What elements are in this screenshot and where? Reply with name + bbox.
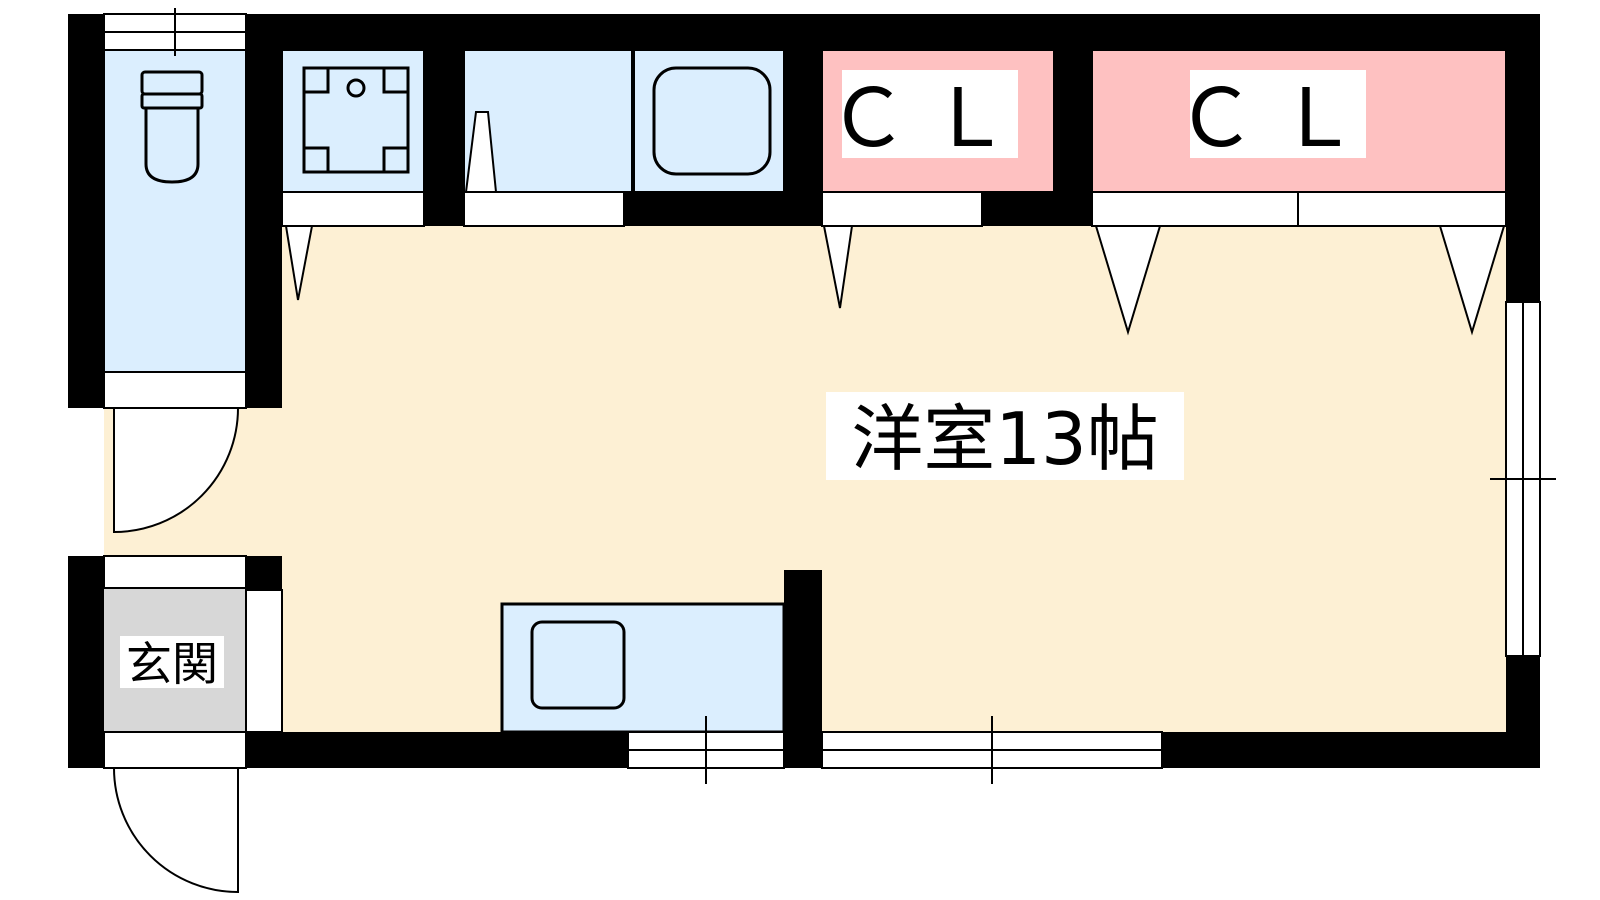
closet-right-label: ＣＬ xyxy=(1176,72,1380,165)
walls xyxy=(68,14,1540,768)
toilet-room xyxy=(103,49,247,373)
washer-pan-icon xyxy=(302,66,410,174)
main-room-label: 洋室13帖 xyxy=(851,397,1159,481)
main-room-label-bg xyxy=(826,392,1184,480)
closet-left-label-bg xyxy=(842,70,1018,158)
folding-doors xyxy=(284,111,1506,336)
entrance-label: 玄関 xyxy=(126,637,218,691)
window-lines xyxy=(104,8,1556,784)
toilet-icon xyxy=(140,70,204,184)
closet-right-label-bg xyxy=(1190,70,1366,158)
bathtub-icon xyxy=(652,66,772,176)
sink-icon xyxy=(530,620,626,710)
closet-left-label: ＣＬ xyxy=(828,72,1032,165)
door-swings xyxy=(112,407,240,894)
entrance-label-bg xyxy=(120,636,224,688)
kitchen-counter xyxy=(500,602,786,734)
